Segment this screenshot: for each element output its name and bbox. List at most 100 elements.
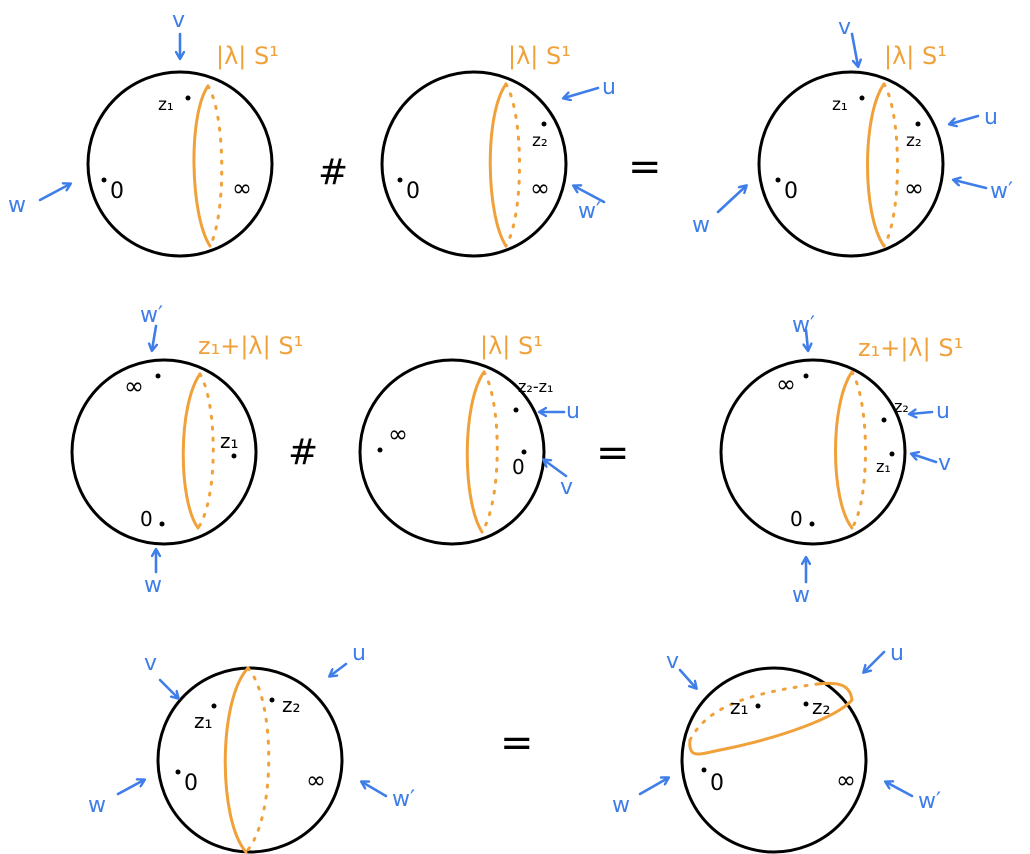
point-label-infinity: ∞ [306, 766, 326, 794]
point-label-z2-minus-z1: z₂-z₁ [518, 377, 553, 396]
orange-circle-front [192, 84, 212, 248]
arrow-w-prime [574, 186, 606, 204]
arrow-label-v: v [938, 451, 951, 476]
arrow-w [716, 186, 746, 214]
sphere-outline [680, 666, 868, 854]
arrow-w-prime [954, 180, 988, 190]
point-z2 [269, 697, 275, 703]
row3-sphere1: z₁ z₂ 0 ∞ v u w w′ [88, 641, 415, 854]
point-zero [397, 177, 403, 183]
point-zero [175, 769, 181, 775]
arrow-w [38, 184, 70, 202]
point-z2-minus-z1 [513, 407, 519, 413]
arrow-u [864, 650, 886, 672]
sphere-outline [70, 358, 258, 546]
arrow-label-w-prime: w′ [392, 787, 415, 812]
orange-circle-back [688, 682, 820, 742]
orange-circle-back [244, 666, 271, 854]
point-label-zero: 0 [406, 179, 420, 204]
point-label-z1: z₁ [832, 95, 848, 115]
point-z1 [755, 703, 761, 709]
point-z1 [185, 95, 191, 101]
point-label-zero: 0 [140, 507, 153, 531]
arrow-label-w: w [88, 793, 106, 818]
arrow-u [564, 86, 600, 98]
row2-sphere2: |λ| S¹ z₂-z₁ ∞ 0 u v [358, 332, 580, 546]
circle-label: |λ| S¹ [216, 42, 279, 70]
connect-sum-operator: # [288, 432, 318, 473]
orange-circle-back [480, 370, 499, 534]
point-label-z1: z₁ [158, 95, 174, 115]
arrow-label-u: u [984, 105, 998, 130]
arrow-v [678, 668, 696, 688]
point-label-infinity: ∞ [776, 370, 796, 398]
row1-sphere3: |λ| S¹ z₁ z₂ 0 ∞ v u w w′ [692, 15, 1013, 258]
row3-sphere2: z₁ z₂ 0 ∞ v u w w′ [612, 641, 941, 854]
row1-sphere1: |λ| S¹ z₁ 0 ∞ v w [8, 8, 279, 258]
orange-circle-back [850, 370, 867, 530]
arrow-label-w-prime: w′ [792, 313, 815, 338]
row2-sphere3: z₁+|λ| S¹ ∞ z₂ z₁ 0 w′ u v w [719, 313, 963, 608]
arrow-w-prime [152, 324, 156, 350]
point-z1 [859, 95, 865, 101]
sphere-outline [86, 70, 274, 258]
arrow-w-prime [362, 782, 388, 798]
orange-circle-front [223, 666, 250, 854]
circle-label: z₁+|λ| S¹ [198, 332, 303, 360]
circle-label: |λ| S¹ [480, 332, 543, 360]
point-infinity [155, 373, 161, 379]
arrow-label-w-prime: w′ [918, 789, 941, 814]
arrow-label-u: u [890, 641, 904, 666]
point-infinity [377, 447, 383, 453]
point-label-zero: 0 [790, 507, 803, 531]
point-label-z2: z₂ [906, 131, 922, 151]
point-label-infinity: ∞ [388, 420, 408, 448]
arrow-label-w-prime: w′ [578, 199, 601, 224]
point-zero [521, 449, 527, 455]
orange-circle-back [504, 82, 521, 248]
orange-circle-back [206, 84, 224, 248]
point-label-infinity: ∞ [530, 174, 550, 202]
orange-circle-front [488, 82, 508, 248]
circle-label: z₁+|λ| S¹ [858, 334, 963, 362]
arrow-label-w: w [612, 793, 630, 818]
row1-sphere2: |λ| S¹ z₂ 0 ∞ u w′ [380, 42, 616, 258]
orange-circle-front [465, 370, 486, 534]
arrow-label-v: v [144, 651, 157, 676]
point-z2 [803, 701, 809, 707]
point-label-infinity: ∞ [904, 174, 924, 202]
point-zero [701, 767, 707, 773]
arrow-u [950, 114, 980, 124]
point-label-z2: z₂ [282, 693, 301, 717]
row2-sphere1: z₁+|λ| S¹ ∞ z₁ 0 w′ w [70, 303, 303, 598]
point-z1 [211, 703, 217, 709]
point-zero [159, 521, 165, 527]
point-z1 [231, 453, 237, 459]
equals-operator: = [500, 720, 534, 766]
point-label-z1: z₁ [876, 457, 891, 476]
point-infinity [803, 373, 809, 379]
arrow-w [116, 780, 144, 796]
arrow-label-v: v [666, 649, 679, 674]
arrow-w-prime [886, 782, 914, 798]
arrow-label-w: w [692, 213, 710, 238]
arrow-v [544, 460, 568, 478]
arrow-label-v: v [560, 475, 573, 500]
arrow-v [158, 678, 178, 698]
arrow-label-u: u [566, 399, 580, 424]
point-zero [775, 177, 781, 183]
orange-circle-back [196, 372, 215, 530]
arrow-label-u: u [936, 399, 950, 424]
point-label-infinity: ∞ [124, 372, 144, 400]
point-label-infinity: ∞ [836, 766, 856, 794]
arrow-v [912, 454, 938, 464]
point-z2 [915, 121, 921, 127]
orange-circle-front [834, 370, 854, 530]
point-z1 [889, 451, 895, 457]
point-label-zero: 0 [184, 771, 198, 796]
point-label-zero: 0 [512, 455, 525, 479]
arrow-v [850, 32, 858, 66]
arrow-w-prime [806, 328, 808, 350]
point-label-zero: 0 [710, 771, 724, 796]
